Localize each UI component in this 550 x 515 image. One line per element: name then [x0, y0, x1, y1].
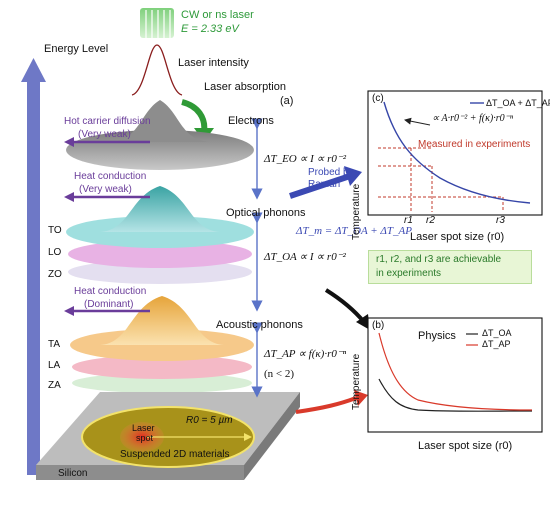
equation-n: (n < 2): [264, 368, 295, 380]
panel-b-ylabel: Temperature: [351, 353, 362, 410]
electrons-layer: [66, 100, 254, 170]
panel-a-tag: (a): [280, 95, 294, 107]
panel-c-measured: Measured in experiments: [418, 139, 531, 150]
equation-eo: ΔT_EO ∝ I ∝ r0⁻²: [264, 153, 347, 165]
achievable-note: [368, 250, 532, 284]
energy-level-label: Energy Level: [44, 43, 109, 55]
laser-absorption-label: Laser absorption: [204, 81, 286, 93]
silicon-substrate: [36, 392, 300, 480]
laser-spot-label-1: Laser: [132, 423, 155, 433]
physics-arrow: [295, 396, 357, 414]
panel-b-tag: (b): [372, 320, 385, 331]
panel-c-xlabel: Laser spot size (r0): [410, 231, 505, 243]
panel-c-ylabel: Temperature: [351, 183, 362, 240]
mode-ta: TA: [48, 339, 61, 350]
probed-by-label: Probed by: [308, 167, 354, 178]
r0-label: R0 = 5 µm: [186, 415, 233, 426]
raman-probe-arrow: [289, 173, 351, 199]
optical-phonons-layer: [66, 186, 254, 284]
note-line-2: in experiments: [376, 268, 442, 279]
heat-conduction-label-1: Heat conduction: [74, 171, 147, 182]
optical-phonons-label: Optical phonons: [226, 207, 306, 219]
panel-b-physics: Physics: [418, 330, 456, 342]
panel-b-xlabel: Laser spot size (r0): [418, 440, 513, 452]
heat-conduction-strength-2: (Dominant): [84, 299, 134, 310]
equation-oa: ΔT_OA ∝ I ∝ r0⁻²: [264, 251, 346, 263]
laser-energy-label: E = 2.33 eV: [181, 23, 239, 35]
mode-la: LA: [48, 360, 61, 371]
laser-intensity-curve: [131, 44, 183, 96]
raman-label: Raman: [308, 179, 341, 190]
panel-c-tick-r3: r3: [496, 215, 505, 226]
hot-carrier-strength: (Very weak): [78, 129, 131, 140]
heat-conduction-label-2: Heat conduction: [74, 286, 147, 297]
laser-beam-icon: [140, 8, 174, 38]
panel-c-legend: ΔT_OA + ΔT_AP: [486, 98, 550, 108]
link-arrow: [324, 288, 366, 324]
hot-carrier-label: Hot carrier diffusion: [64, 116, 151, 127]
mode-lo: LO: [48, 247, 62, 258]
laser-intensity-label: Laser intensity: [178, 57, 249, 69]
panel-c-tick-r1: r1: [404, 215, 413, 226]
suspended-label: Suspended 2D materials: [120, 449, 230, 460]
mode-zo: ZO: [48, 269, 62, 280]
panel-c-tick-r2: r2: [426, 215, 435, 226]
panel-c: [367, 90, 543, 216]
acoustic-phonons-layer: [70, 296, 254, 393]
silicon-label: Silicon: [58, 468, 88, 479]
laser-type-label: CW or ns laser: [181, 9, 254, 21]
acoustic-phonons-label: Acoustic phonons: [216, 319, 303, 331]
equation-ap: ΔT_AP ∝ f(κ)·r0⁻ⁿ: [264, 348, 347, 360]
panel-b: [367, 317, 543, 433]
energy-level-arrow: [21, 58, 46, 475]
mode-to: TO: [48, 225, 62, 236]
electrons-label: Electrons: [228, 115, 274, 127]
laser-absorption-arrow: [181, 99, 208, 133]
panel-b-legend-ap: ΔT_AP: [482, 339, 511, 349]
laser-spot-label-2: spot: [136, 433, 154, 443]
equation-m: ΔT_m = ΔT_OA + ΔT_AP: [296, 225, 412, 237]
panel-c-tag: (c): [372, 93, 384, 104]
note-line-1: r1, r2, and r3 are achievable: [376, 254, 502, 265]
panel-c-formula: ∝ A·r0⁻² + f(κ)·r0⁻ⁿ: [432, 113, 514, 124]
heat-conduction-strength-1: (Very weak): [79, 184, 132, 195]
mode-za: ZA: [48, 380, 61, 391]
panel-b-legend-oa: ΔT_OA: [482, 328, 512, 338]
